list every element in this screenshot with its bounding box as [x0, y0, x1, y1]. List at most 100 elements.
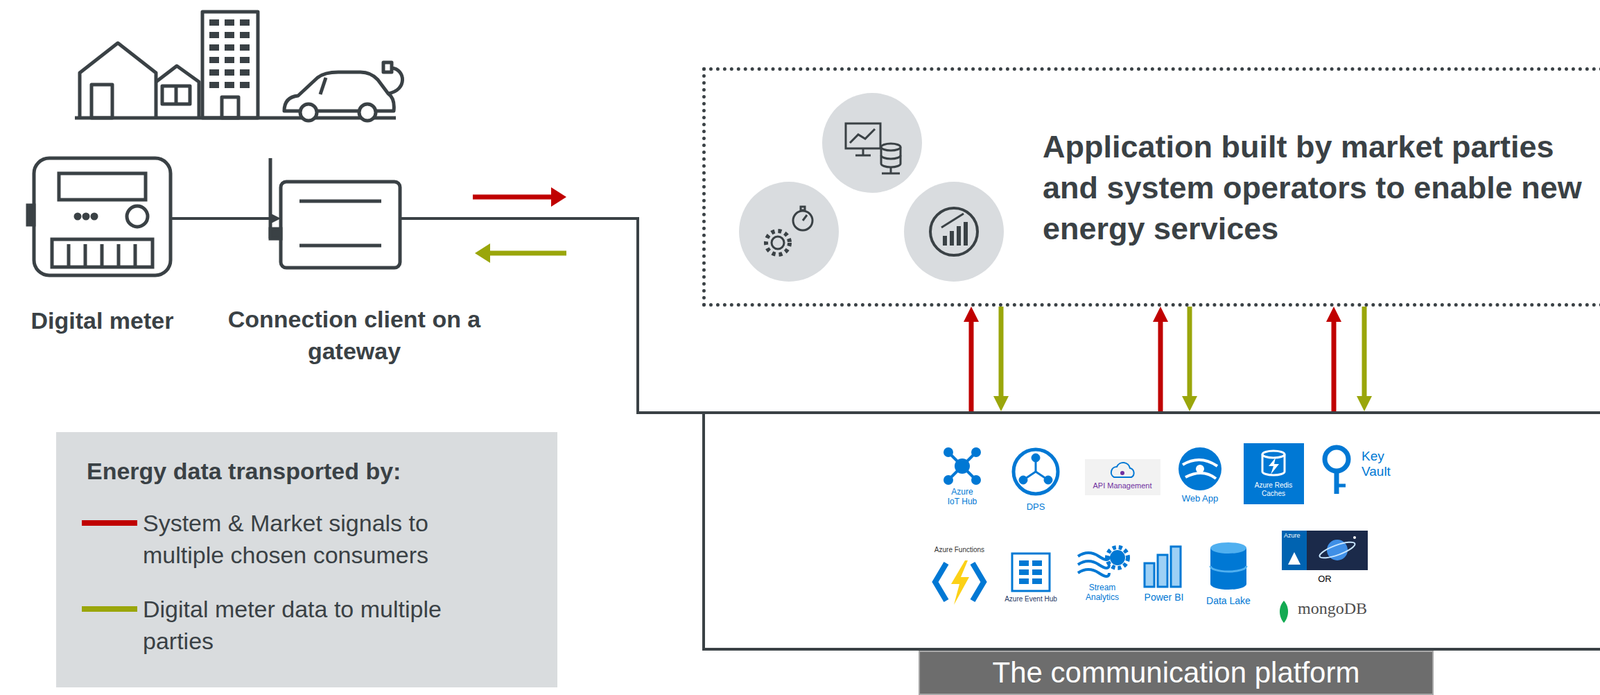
- signal-arrow-symbol: [551, 187, 567, 207]
- gateway-node: Connection client on a gateway: [280, 181, 400, 268]
- connector: [969, 321, 975, 412]
- event-hub-icon: [1012, 553, 1050, 591]
- city-illustration: [91, 84, 113, 118]
- building-window: [224, 81, 235, 89]
- key-vault-icon: [1336, 483, 1346, 488]
- service-label: DPS: [1014, 501, 1057, 513]
- iot-hub-icon: [944, 448, 952, 456]
- service-label: Azure Event Hub: [992, 594, 1069, 604]
- data-lake-icon: [1210, 542, 1247, 554]
- power-bi-icon: [1170, 546, 1181, 587]
- web-app-icon: [1195, 464, 1205, 473]
- mongodb-leaf: [1279, 600, 1289, 623]
- application-icon: [963, 221, 968, 246]
- digital-meter-icon: [100, 244, 104, 267]
- building-window: [224, 44, 235, 51]
- building-window: [209, 19, 220, 26]
- api-management-icon: [1111, 462, 1135, 477]
- digital-meter-icon: [27, 205, 34, 225]
- application-icon: [800, 206, 805, 211]
- digital-meter-icon: [33, 158, 171, 276]
- digital-meter-icon: [83, 214, 89, 219]
- city-illustration: [320, 77, 326, 95]
- redis-cache-icon: [1268, 457, 1280, 475]
- iot-hub-icon: [944, 476, 952, 484]
- connector: [1331, 321, 1337, 412]
- gateway-icon: [268, 158, 273, 239]
- city-illustration: [202, 11, 258, 118]
- gateway-icon: [270, 158, 400, 268]
- cosmos-db-icon: [1281, 530, 1307, 570]
- functions-icon: [935, 560, 984, 605]
- city-illustration: [383, 62, 392, 73]
- connector: [1158, 321, 1164, 412]
- iot-hub-icon: [972, 448, 980, 456]
- application-icon: [881, 155, 901, 159]
- building-window: [224, 19, 235, 26]
- application-icon: [766, 123, 978, 256]
- building-window: [209, 56, 220, 64]
- application-icon: [930, 207, 978, 256]
- node-label: Connection client on a gateway: [222, 302, 486, 367]
- key-vault-icon: [1324, 447, 1349, 471]
- application-icon: [793, 210, 813, 231]
- city-illustration: [221, 97, 239, 118]
- building-window: [224, 56, 235, 64]
- application-icon: [845, 123, 881, 149]
- building-window: [224, 31, 235, 39]
- stream-analytics-icon: [1107, 546, 1128, 568]
- building-window: [239, 31, 250, 39]
- functions-icon: [972, 562, 984, 601]
- event-hub-icon: [1019, 578, 1029, 584]
- service-label: OR: [1310, 574, 1339, 585]
- city-illustration: [300, 103, 317, 121]
- iot-hub-icon: [944, 448, 980, 484]
- dps-icon: [1013, 449, 1058, 494]
- event-hub-icon: [1032, 578, 1042, 584]
- power-bi-icon: [1157, 554, 1168, 587]
- cosmos-db-icon: [1288, 551, 1301, 565]
- platform-box: The communication platform: [702, 411, 1600, 651]
- city-illustration: [162, 85, 190, 104]
- application-icon: [822, 92, 923, 193]
- signal-arrow-symbol: [488, 250, 567, 256]
- stream-analytics-icon: [1077, 546, 1128, 577]
- application-icon: [941, 213, 964, 228]
- application-icon: [956, 225, 961, 246]
- service-label: Data Lake: [1197, 594, 1260, 606]
- building-window: [239, 69, 250, 76]
- event-hub-icon: [1032, 569, 1042, 575]
- building-window: [209, 81, 220, 89]
- city-illustration: [284, 72, 394, 111]
- functions-icon: [935, 562, 947, 601]
- event-hub-icon: [1019, 569, 1029, 575]
- city-illustration: [74, 11, 403, 121]
- dps-icon: [1019, 475, 1028, 484]
- building-window: [239, 44, 250, 51]
- node-label: Digital meter: [31, 304, 175, 337]
- building-window: [209, 31, 220, 39]
- gateway-icon: [280, 181, 400, 268]
- gateway-icon: [270, 228, 281, 239]
- gateway-icon: [299, 199, 382, 204]
- key-vault-icon: [1334, 470, 1340, 494]
- cosmos-db-icon: [1317, 538, 1357, 561]
- power-bi-icon: [1144, 562, 1155, 587]
- building-window: [209, 69, 220, 76]
- legend-swatch: [81, 519, 138, 526]
- digital-meter-icon: [83, 244, 88, 267]
- event-hub-icon: [1012, 553, 1050, 591]
- application-icon: [738, 92, 1004, 282]
- data-lake-icon: [1210, 565, 1247, 572]
- application-icon: [771, 236, 785, 249]
- service-label: Azure IoT Hub: [944, 487, 980, 507]
- application-icon: [881, 143, 901, 151]
- building-window: [239, 56, 250, 64]
- application-icon: [949, 230, 954, 246]
- iot-hub-icon: [972, 476, 980, 484]
- signal-arrow-symbol: [472, 187, 567, 263]
- event-hub-icon: [1019, 560, 1029, 566]
- digital-meter-icon: [27, 158, 171, 276]
